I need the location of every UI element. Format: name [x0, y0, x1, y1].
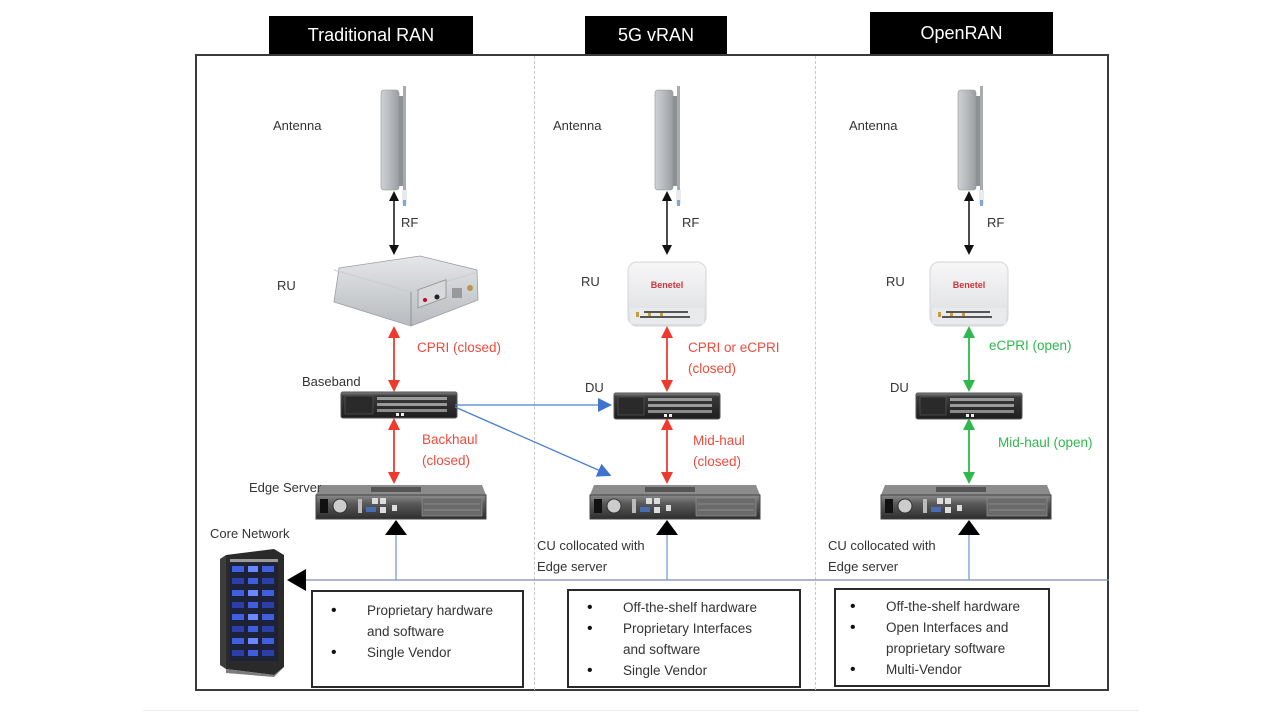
- antenna-icon-openran: [957, 86, 984, 206]
- characteristic-item: Off-the-shelf hardware: [850, 596, 1040, 617]
- characteristics-box-traditional: Proprietary hardware and software Single…: [311, 590, 524, 688]
- core-network-server-icon: [220, 549, 284, 677]
- ru-label-openran: RU: [886, 274, 905, 289]
- up-arrow-icon-openran: [958, 520, 980, 535]
- page-divider: [143, 710, 1139, 711]
- fronthaul-label-vran-line1: CPRI or eCPRI: [688, 340, 780, 355]
- ru-device-icon-openran: [929, 261, 1009, 327]
- edge-server-icon-traditional: [315, 485, 487, 520]
- ru-brand-openran: Benetel: [953, 280, 986, 290]
- du-label-vran: DU: [585, 380, 604, 395]
- characteristic-item: Open Interfaces and proprietary software: [850, 617, 1036, 659]
- antenna-label-openran: Antenna: [849, 118, 898, 133]
- baseband-unit-icon: [340, 391, 458, 419]
- antenna-label-vran: Antenna: [553, 118, 602, 133]
- up-arrow-icon-vran: [656, 520, 678, 535]
- characteristic-item: Proprietary Interfaces and software: [587, 618, 773, 660]
- rf-label-openran: RF: [987, 215, 1005, 230]
- baseband-to-cu-link: [454, 406, 612, 477]
- header-openran: OpenRAN: [870, 12, 1053, 54]
- ru-brand-vran: Benetel: [651, 280, 684, 290]
- up-arrow-icon-traditional: [385, 520, 407, 535]
- characteristics-box-openran: Off-the-shelf hardware Open Interfaces a…: [834, 588, 1050, 687]
- backhaul-label-line2: (closed): [422, 453, 471, 468]
- du-label-openran: DU: [890, 380, 909, 395]
- du-unit-icon-vran: [613, 392, 721, 420]
- rf-label-vran: RF: [682, 215, 700, 230]
- antenna-label-traditional: Antenna: [273, 118, 322, 133]
- cu-label-openran-line2: Edge server: [828, 559, 899, 574]
- edge-server-label-traditional: Edge Server: [249, 480, 322, 495]
- fronthaul-label-vran-line2: (closed): [688, 361, 737, 376]
- backhaul-label-line1: Backhaul: [422, 432, 478, 447]
- antenna-icon-vran: [654, 86, 681, 206]
- midhaul-label-openran: Mid-haul (open): [998, 435, 1093, 450]
- characteristic-item: Single Vendor: [331, 642, 514, 663]
- midhaul-label-vran-line2: (closed): [693, 454, 742, 469]
- core-network-label: Core Network: [210, 526, 290, 541]
- ru-device-icon-vran: [627, 261, 707, 327]
- ru-label-vran: RU: [581, 274, 600, 289]
- fronthaul-label-openran: eCPRI (open): [989, 338, 1072, 353]
- header-traditional-ran: Traditional RAN: [269, 16, 473, 54]
- fronthaul-label-traditional: CPRI (closed): [417, 340, 502, 355]
- midhaul-label-vran-line1: Mid-haul: [693, 433, 745, 448]
- column-divider-1: [534, 56, 535, 690]
- characteristic-item: Single Vendor: [587, 660, 791, 681]
- ru-device-icon-traditional: [333, 255, 479, 327]
- cu-label-vran-line2: Edge server: [537, 559, 608, 574]
- cu-label-openran-line1: CU collocated with: [828, 538, 936, 553]
- du-unit-icon-openran: [915, 392, 1023, 420]
- rf-label-traditional: RF: [401, 215, 419, 230]
- characteristic-item: Proprietary hardware and software: [331, 600, 497, 642]
- edge-server-icon-openran: [880, 485, 1052, 520]
- ru-label-traditional: RU: [277, 278, 296, 293]
- edge-server-icon-vran: [589, 485, 761, 520]
- header-5g-vran: 5G vRAN: [585, 16, 727, 54]
- cu-label-vran-line1: CU collocated with: [537, 538, 645, 553]
- antenna-icon-traditional: [380, 86, 407, 206]
- diagram-frame: [195, 54, 1109, 691]
- left-arrow-icon-core: [287, 569, 306, 591]
- characteristics-box-vran: Off-the-shelf hardware Proprietary Inter…: [567, 589, 801, 688]
- characteristic-item: Off-the-shelf hardware: [587, 597, 791, 618]
- column-divider-2: [815, 56, 816, 690]
- baseband-label: Baseband: [302, 374, 361, 389]
- characteristic-item: Multi-Vendor: [850, 659, 1040, 680]
